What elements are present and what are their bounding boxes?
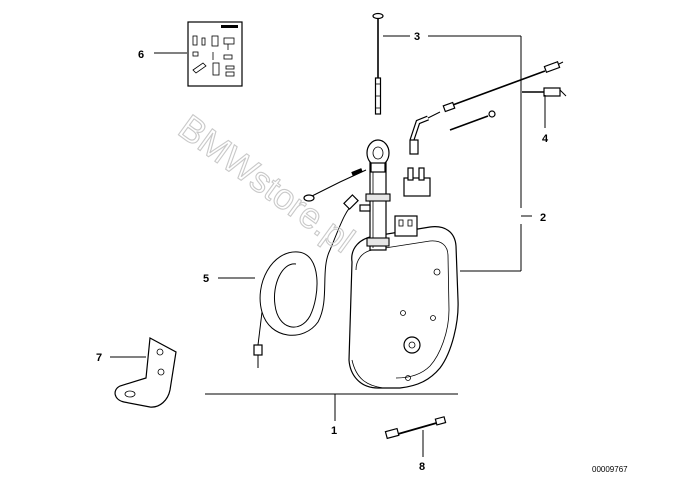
- adapter-lead: [384, 416, 447, 440]
- callout-7: 7: [96, 352, 102, 364]
- callout-3: 3: [414, 31, 420, 43]
- callout-1: 1: [331, 425, 337, 437]
- antenna-motor-assembly: [348, 139, 459, 389]
- document-number: 00009767: [592, 465, 628, 474]
- leader-lines: [110, 35, 546, 457]
- callout-6: 6: [138, 49, 144, 61]
- callout-2: 2: [540, 212, 546, 224]
- antenna-cable: [253, 194, 359, 368]
- ground-lead: [303, 168, 367, 202]
- cable-set: [403, 61, 567, 197]
- callout-8: 8: [419, 461, 425, 473]
- antenna-mast: [372, 12, 384, 115]
- callout-5: 5: [203, 273, 209, 285]
- small-parts-kit: [187, 21, 243, 87]
- callout-4: 4: [542, 133, 549, 145]
- mounting-bracket: [114, 337, 177, 408]
- watermark-text: BMWstore.pl: [171, 106, 362, 260]
